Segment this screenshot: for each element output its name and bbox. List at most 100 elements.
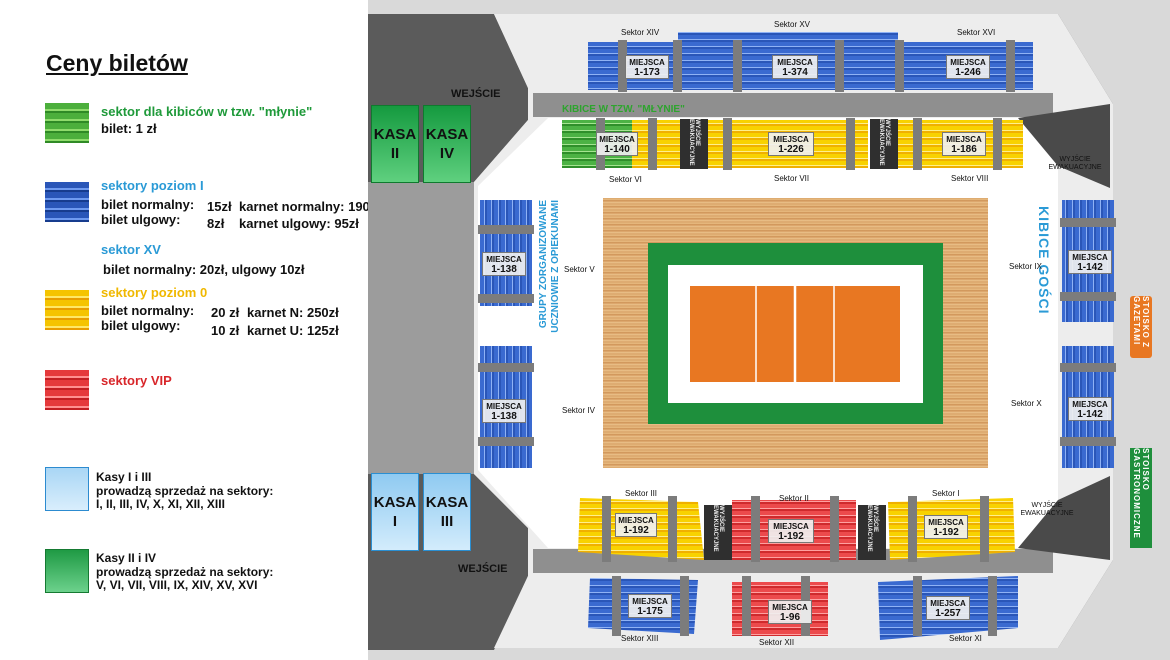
evac-exit-text: WYJŚCIE EWAKUACYJNE bbox=[688, 119, 700, 166]
evac-exit-bottom-1: WYJŚCIE EWAKUACYJNE bbox=[704, 505, 732, 560]
legend-panel: Ceny biletów sektor dla kibiców w tzw. "… bbox=[0, 0, 370, 660]
seats-v-label: MIEJSCA bbox=[486, 255, 522, 264]
groups-label-2: UCZNIOWIE Z OPIEKUNAMI bbox=[550, 200, 561, 333]
seats-xvi-range: 1-246 bbox=[955, 67, 981, 78]
mlyn-label: KIBICE W TZW. "MŁYNIE" bbox=[562, 104, 685, 115]
evac-exit-right-top-line1: WYJŚCIE bbox=[1059, 156, 1091, 163]
seats-iii-label: MIEJSCA bbox=[618, 516, 654, 525]
sector-label-vii: Sektor VII bbox=[774, 174, 810, 183]
kasa-i: KASA I bbox=[371, 473, 419, 551]
sector-label-iii: Sektor III bbox=[625, 489, 658, 498]
seats-ii-label: MIEJSCA bbox=[773, 522, 809, 531]
evac-exit-top-1: WYJŚCIE EWAKUACYJNE bbox=[680, 119, 708, 169]
sector-label-vi: Sektor VI bbox=[609, 175, 642, 184]
sector-label-xvi: Sektor XVI bbox=[957, 28, 996, 37]
seats-vi-range: 1-140 bbox=[604, 144, 630, 155]
sector-label-xiv: Sektor XIV bbox=[621, 28, 660, 37]
swatch-level1 bbox=[45, 182, 89, 222]
legend-kasy24-line3: V, VI, VII, VIII, IX, XIV, XV, XVI bbox=[96, 578, 258, 592]
seats-v-range: 1-138 bbox=[491, 264, 517, 275]
kasa-ii-number: II bbox=[390, 145, 400, 162]
stand-gastronomy-label: STOISKO GASTRONOMICZNE bbox=[1132, 448, 1150, 539]
sector-label-i: Sektor I bbox=[932, 489, 960, 498]
guests-label: KIBICE GOŚCI bbox=[1036, 206, 1052, 315]
entrance-bottom: WEJŚCIE bbox=[458, 563, 508, 575]
legend-level0-normal-label: bilet normalny: bbox=[101, 303, 195, 318]
sector-label-xv: Sektor XV bbox=[774, 20, 811, 29]
evac-exit-bottom-2: WYJŚCIE EWAKUACYJNE bbox=[858, 505, 886, 560]
seats-vi-label: MIEJSCA bbox=[599, 135, 635, 144]
seats-xiv-label: MIEJSCA bbox=[629, 58, 665, 67]
stand-gastronomy: STOISKO GASTRONOMICZNE bbox=[1130, 448, 1152, 548]
seats-xii-range: 1-96 bbox=[779, 612, 800, 623]
legend-level0-normal-price: 20 zł bbox=[211, 305, 240, 320]
evac-exit-right-top: WYJŚCIE EWAKUACYJNE bbox=[1040, 156, 1110, 172]
sector-label-xi: Sektor XI bbox=[949, 634, 982, 643]
kasa-iii-label: KASA bbox=[425, 494, 469, 511]
seats-xi-label: MIEJSCA bbox=[930, 599, 966, 608]
seats-xvi-label: MIEJSCA bbox=[950, 58, 986, 67]
evac-exit-text: WYJŚCIE EWAKUACYJNE bbox=[712, 505, 724, 552]
seats-xiv-range: 1-173 bbox=[634, 67, 660, 78]
evac-exit-text: WYJŚCIE EWAKUACYJNE bbox=[878, 119, 890, 166]
legend-level1-reduced-price: 8zł bbox=[207, 216, 225, 231]
seats-xi-range: 1-257 bbox=[935, 608, 961, 619]
legend-level1-reduced-pass: karnet ulgowy: 95zł bbox=[239, 216, 359, 231]
sector-label-x: Sektor X bbox=[1011, 399, 1042, 408]
kasa-ii-label: KASA bbox=[373, 126, 417, 143]
seats-xv-range: 1-374 bbox=[782, 67, 808, 78]
legend-title: Ceny biletów bbox=[46, 50, 188, 76]
kasa-iv-number: IV bbox=[439, 145, 455, 162]
seats-iv-range: 1-138 bbox=[491, 411, 517, 422]
swatch-vip bbox=[45, 370, 89, 410]
seats-xv-label: MIEJSCA bbox=[777, 58, 813, 67]
legend-kasy13-line2: prowadzą sprzedaż na sektory: bbox=[96, 484, 274, 498]
legend-mlyn-price: bilet: 1 zł bbox=[101, 121, 157, 136]
stand-newspapers: STOISKO Z GAZETAMI bbox=[1130, 296, 1152, 358]
seats-i-label: MIEJSCA bbox=[928, 518, 964, 527]
swatch-kasy-2-4 bbox=[45, 549, 89, 593]
seats-i-range: 1-192 bbox=[933, 527, 959, 538]
seats-viii-label: MIEJSCA bbox=[946, 135, 982, 144]
legend-kasy24-line2: prowadzą sprzedaż na sektory: bbox=[96, 565, 274, 579]
legend-kasy13-line3: I, II, III, IV, X, XI, XII, XIII bbox=[96, 497, 225, 511]
entrance-top: WEJŚCIE bbox=[451, 88, 501, 100]
sector-label-v: Sektor V bbox=[564, 265, 595, 274]
seats-viii-range: 1-186 bbox=[951, 144, 977, 155]
legend-level0-reduced-pass: karnet U: 125zł bbox=[247, 323, 339, 338]
legend-xv-price: bilet normalny: 20zł, ulgowy 10zł bbox=[103, 262, 305, 277]
arena-map: WEJŚCIE WEJŚCIE KASA II KASA IV KASA I K… bbox=[368, 0, 1170, 660]
seats-ix-range: 1-142 bbox=[1077, 262, 1103, 273]
sector-label-ii: Sektor II bbox=[779, 494, 809, 503]
legend-level0-normal-pass: karnet N: 250zł bbox=[247, 305, 339, 320]
swatch-mlyn bbox=[45, 103, 89, 143]
seats-iii-range: 1-192 bbox=[623, 525, 649, 536]
kasa-i-number: I bbox=[392, 513, 398, 530]
evac-exit-right-top-line2: EWAKUACYJNE bbox=[1048, 164, 1102, 171]
seats-xiii-label: MIEJSCA bbox=[632, 597, 668, 606]
kasa-ii: KASA II bbox=[371, 105, 419, 183]
legend-kasy13-line1: Kasy I i III bbox=[96, 470, 152, 484]
legend-level1-label: sektory poziom I bbox=[101, 178, 204, 193]
kasa-iv: KASA IV bbox=[423, 105, 471, 183]
swatch-level0 bbox=[45, 290, 89, 330]
legend-mlyn-label: sektor dla kibiców w tzw. "młynie" bbox=[101, 104, 313, 119]
seats-x-label: MIEJSCA bbox=[1072, 400, 1108, 409]
seats-ix-label: MIEJSCA bbox=[1072, 253, 1108, 262]
legend-level1-normal-pass: karnet normalny: 190 bbox=[239, 199, 370, 214]
seats-vii-label: MIEJSCA bbox=[773, 135, 809, 144]
legend-xv-label: sektor XV bbox=[101, 242, 161, 257]
